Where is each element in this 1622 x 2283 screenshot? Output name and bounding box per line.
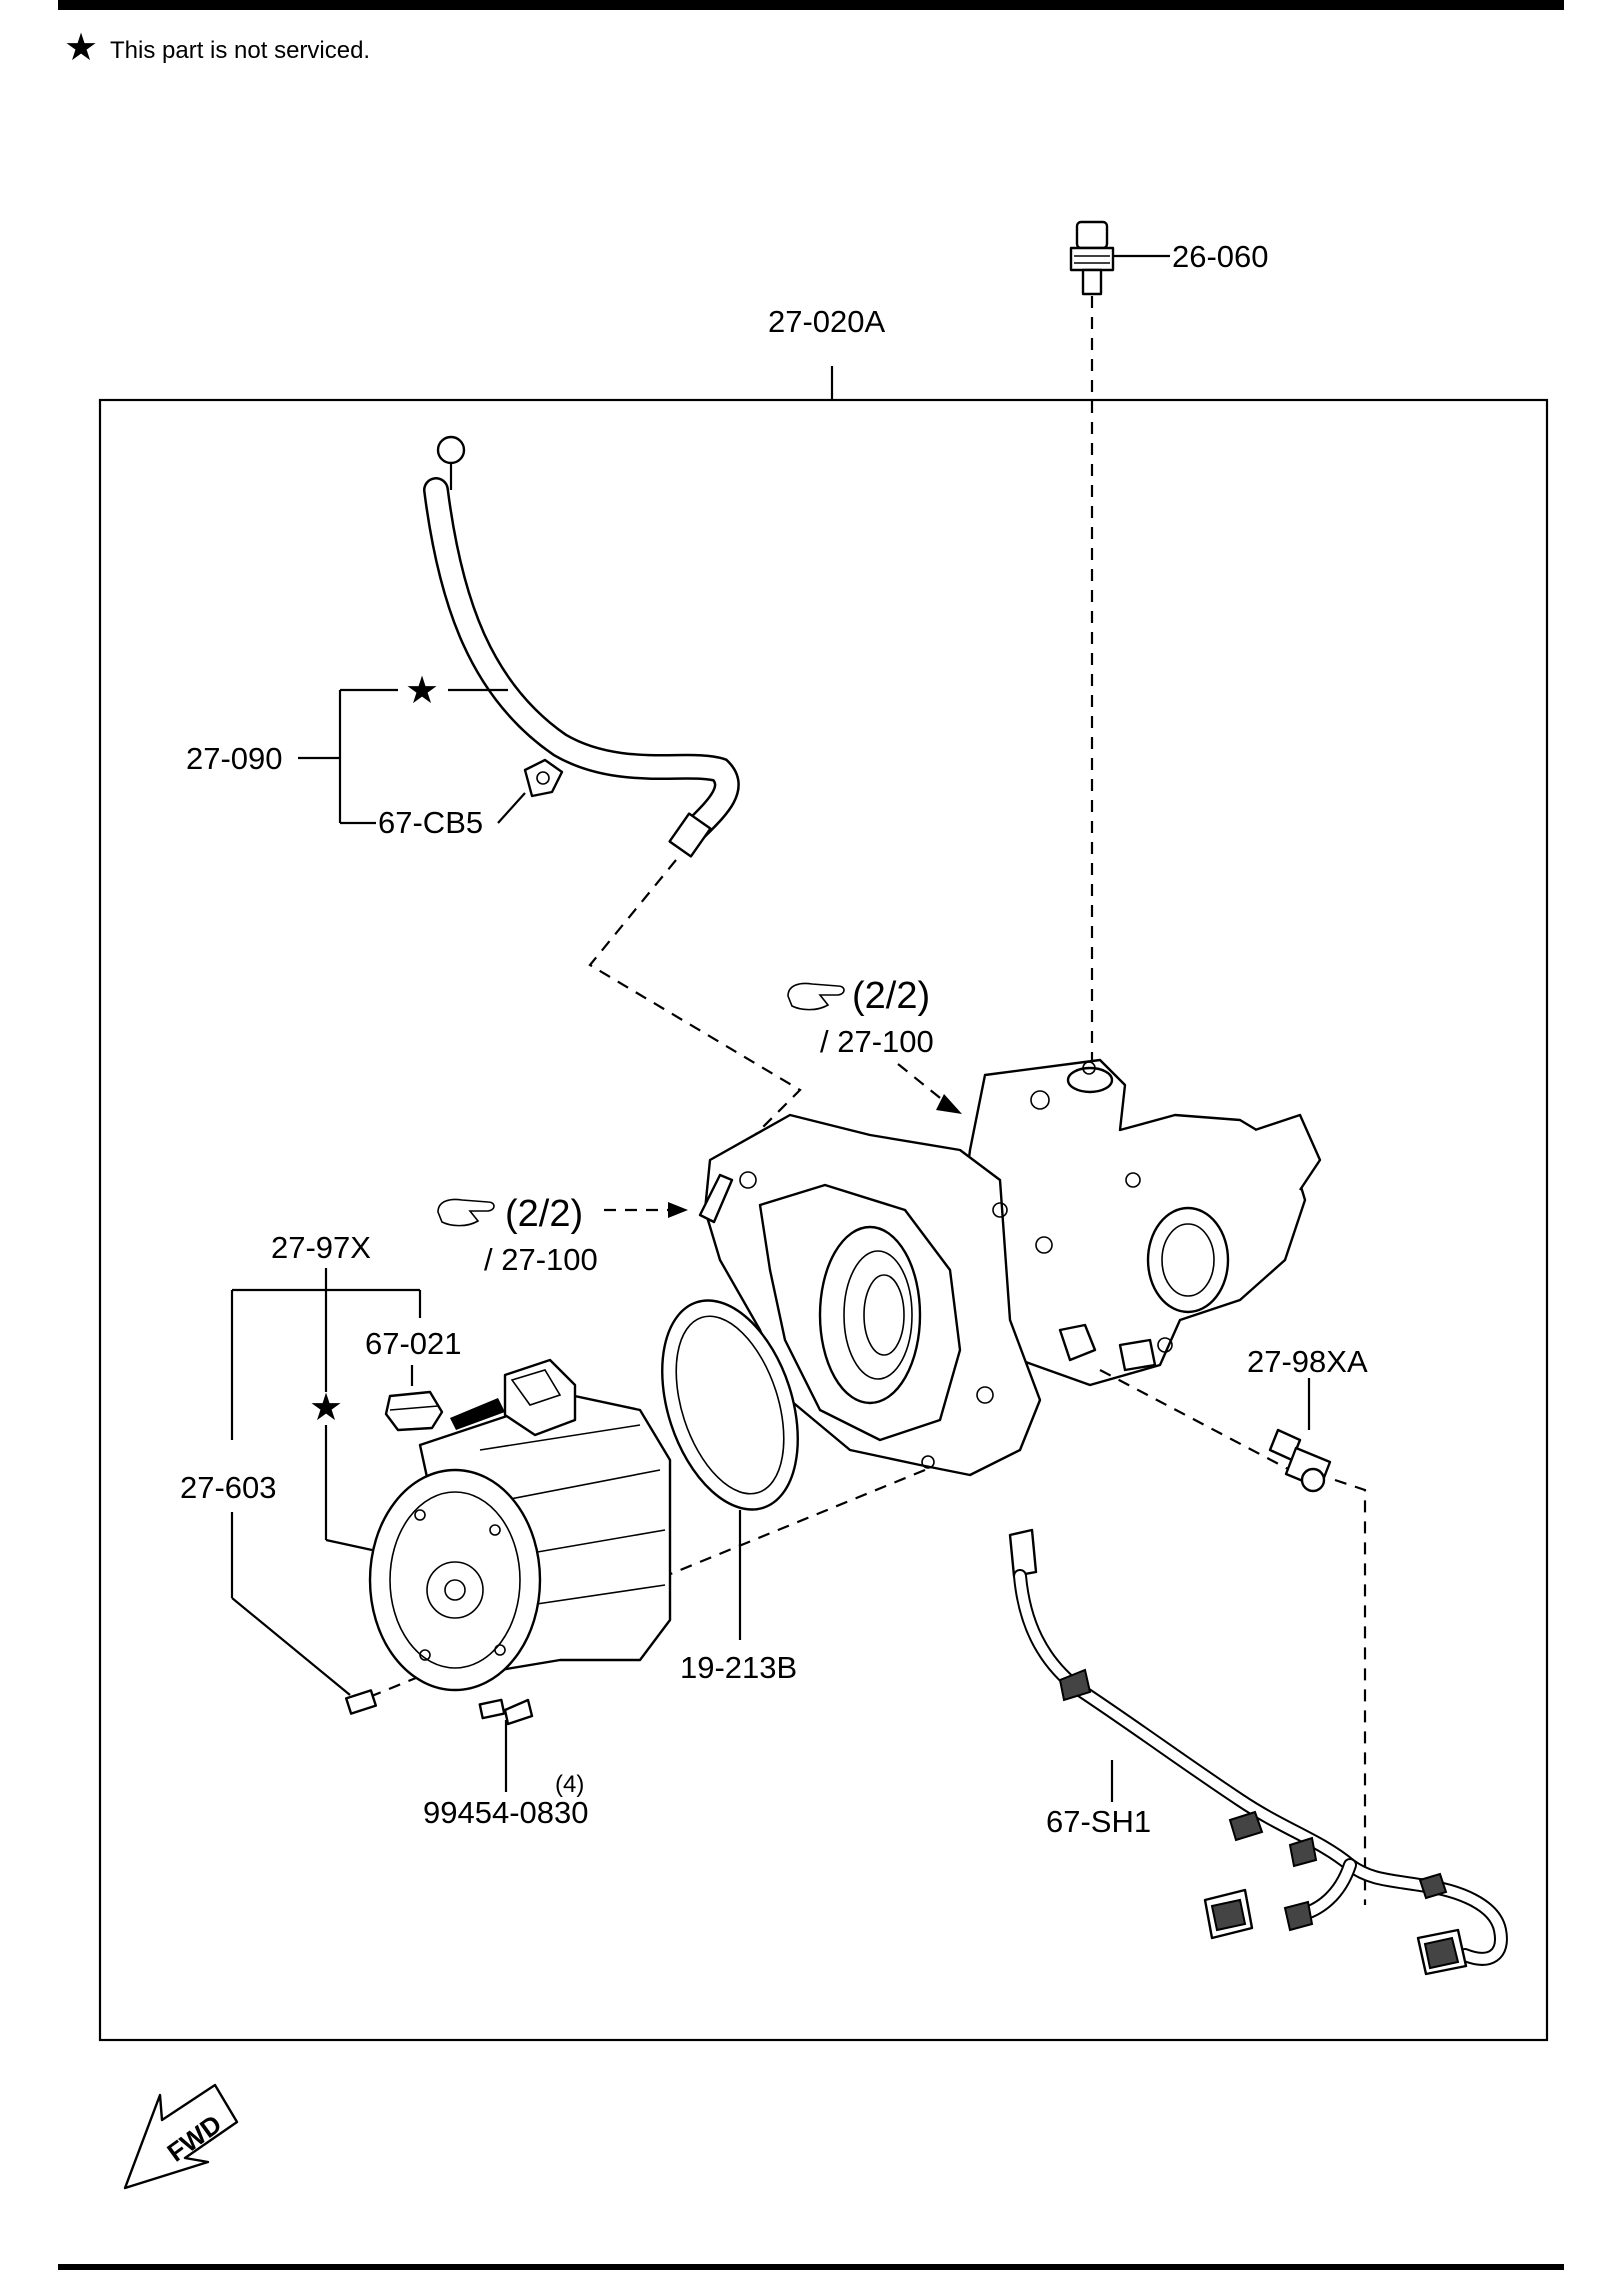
ref-left-part: / 27-100 <box>484 1242 598 1277</box>
callout-67-SH1: 67-SH1 <box>1046 1804 1151 1839</box>
bolt-99454-0830: (4) 99454-0830 <box>423 1698 589 1830</box>
callout-26-060: 26-060 <box>1172 239 1269 274</box>
motor-27-603 <box>368 1358 672 1692</box>
callout-99454-0830: 99454-0830 <box>423 1795 589 1830</box>
header-note-text: This part is not serviced. <box>110 37 370 64</box>
header-note: ★ This part is not serviced. <box>64 27 370 69</box>
reference-left: (2/2) / 27-100 <box>437 1193 688 1277</box>
star-icon: ★ <box>405 670 439 712</box>
callout-group-27-97X: 27-97X ★ 27-603 <box>180 1230 422 1715</box>
callout-27-020A: 27-020A <box>768 304 886 339</box>
callout-27-98XA: 27-98XA <box>1247 1344 1368 1379</box>
fwd-arrow-icon: FWD <box>123 2083 239 2190</box>
callout-19-213B: 19-213B <box>680 1650 797 1685</box>
pointing-hand-icon <box>787 982 845 1011</box>
top-rule <box>58 0 1564 10</box>
assembly-frame <box>98 398 1549 2042</box>
callout-27-97X: 27-97X <box>271 1230 371 1265</box>
callout-27-603: 27-603 <box>180 1470 277 1505</box>
star-icon: ★ <box>64 27 98 69</box>
callout-bolt-qty: (4) <box>555 1771 584 1798</box>
callout-67-CB5: 67-CB5 <box>378 805 483 840</box>
dowel-pin <box>344 1689 378 1715</box>
sensor-26-060: 26-060 <box>1069 220 1269 1060</box>
reference-upper: (2/2) / 27-100 <box>787 975 962 1114</box>
callout-group-27-090: ★ 27-090 67-CB5 <box>186 670 564 840</box>
ref-upper-num: (2/2) <box>852 975 930 1017</box>
hose-27-090 <box>423 435 802 1171</box>
callout-27-090: 27-090 <box>186 741 283 776</box>
pointing-hand-icon <box>437 1198 495 1227</box>
harness-67-SH1: 67-SH1 <box>1008 1528 1508 1976</box>
clip-67-CB5 <box>523 758 564 798</box>
bottom-rule <box>58 2264 1564 2270</box>
ref-upper-part: / 27-100 <box>820 1024 934 1059</box>
star-icon: ★ <box>309 1387 343 1429</box>
sensor-27-98XA: 27-98XA <box>1247 1344 1368 1905</box>
callout-67-021: 67-021 <box>365 1326 462 1361</box>
cap-67-021: 67-021 <box>365 1326 462 1432</box>
ref-left-num: (2/2) <box>505 1193 583 1235</box>
